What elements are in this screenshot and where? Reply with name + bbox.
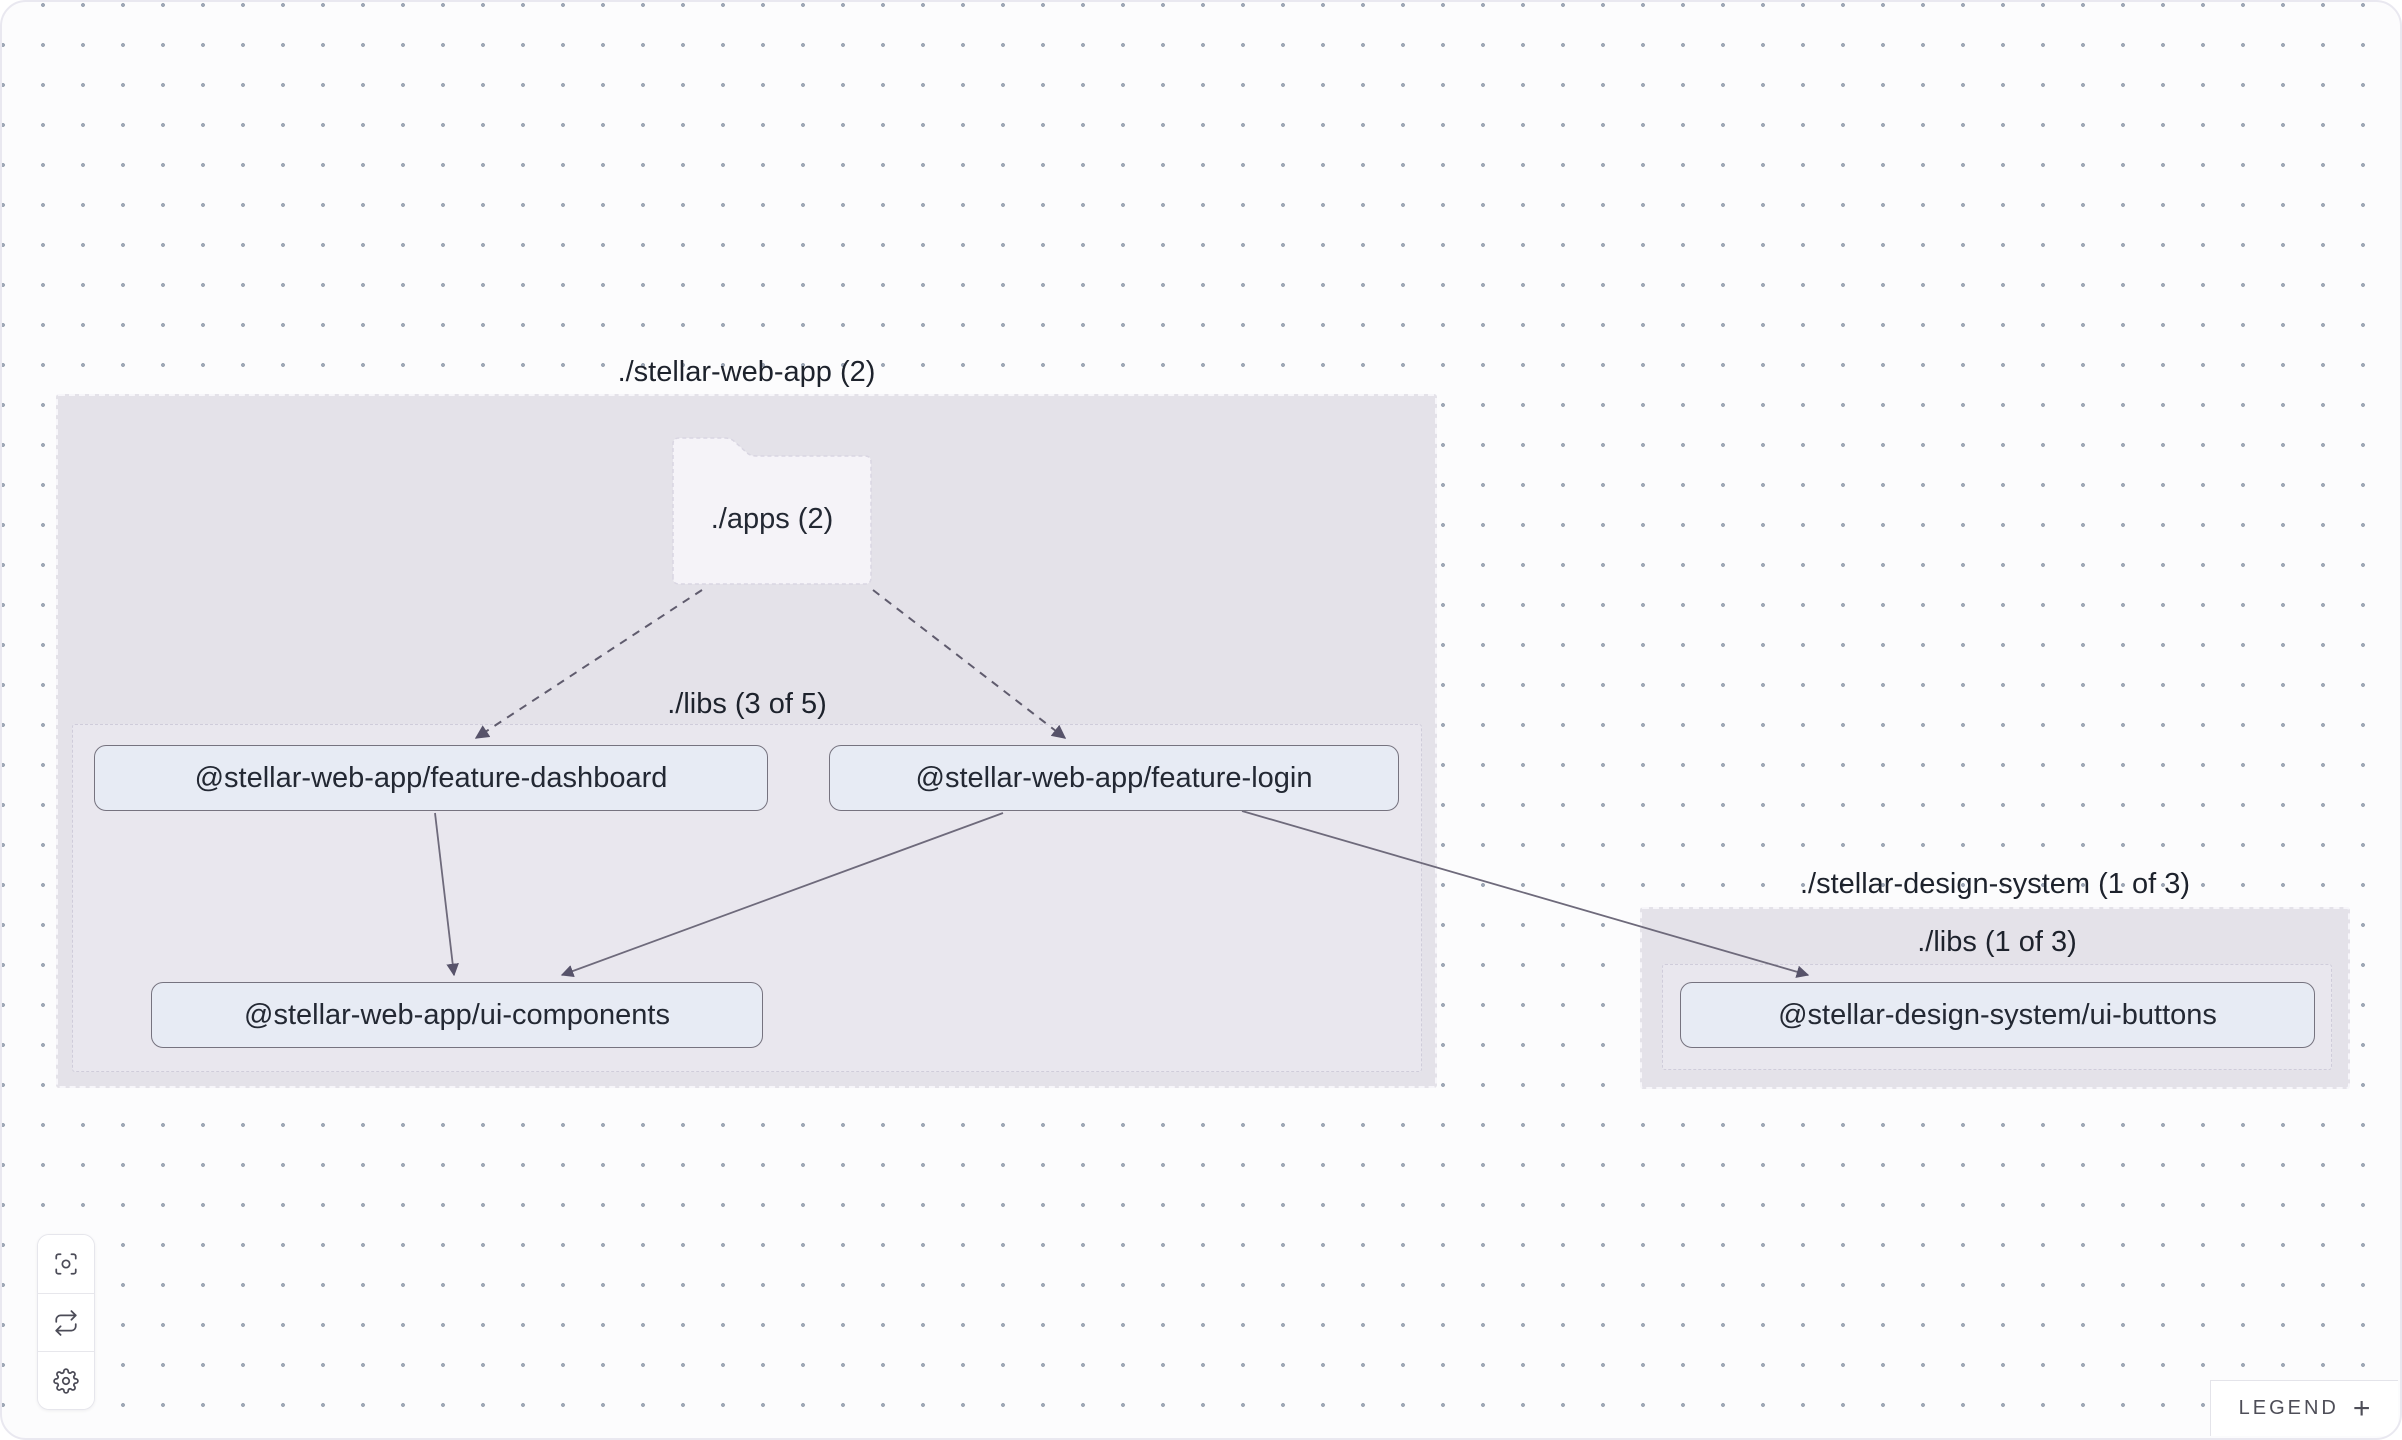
refresh-graph-button[interactable] <box>38 1293 94 1351</box>
plus-icon: + <box>2352 1391 2371 1425</box>
node-feature-dashboard[interactable]: @stellar-web-app/feature-dashboard <box>94 745 768 811</box>
refresh-icon <box>55 1309 77 1336</box>
node-ui-buttons[interactable]: @stellar-design-system/ui-buttons <box>1680 982 2315 1048</box>
folder-node-apps[interactable]: ./apps (2) <box>670 433 874 585</box>
folder-node-label: ./apps (2) <box>710 502 834 535</box>
node-feature-login[interactable]: @stellar-web-app/feature-login <box>829 745 1399 811</box>
legend-toggle[interactable]: LEGEND + <box>2210 1380 2398 1436</box>
group-label-stellar-web-app-libs: ./libs (3 of 5) <box>667 688 827 720</box>
graph-toolbar <box>37 1234 95 1410</box>
center-graph-button[interactable] <box>38 1235 94 1293</box>
group-label-stellar-design-system-libs: ./libs (1 of 3) <box>1917 926 2077 958</box>
settings-button[interactable] <box>38 1351 94 1409</box>
crosshair-icon <box>55 1253 77 1275</box>
group-label-stellar-design-system: ./stellar-design-system (1 of 3) <box>1799 868 2190 900</box>
node-ui-components[interactable]: @stellar-web-app/ui-components <box>151 982 763 1048</box>
group-label-stellar-web-app: ./stellar-web-app (2) <box>617 356 876 388</box>
gear-icon <box>53 1367 79 1394</box>
folder-icon <box>672 437 872 585</box>
legend-label: LEGEND <box>2238 1397 2339 1419</box>
